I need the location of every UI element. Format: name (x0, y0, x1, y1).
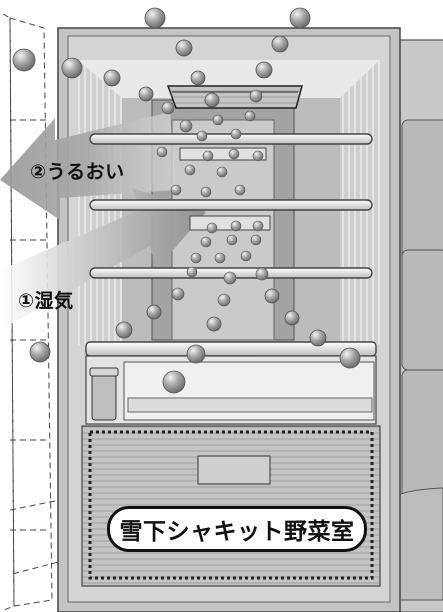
vegetable-room-badge: 雪下シャキット野菜室 (107, 506, 367, 552)
droplet-icon (115, 321, 133, 339)
droplet-icon (171, 287, 185, 301)
shelf-4 (85, 341, 377, 357)
droplet-icon (230, 128, 242, 140)
droplet-icon (244, 110, 256, 122)
droplet-icon (196, 130, 208, 142)
upper-vent (179, 147, 267, 161)
droplet-icon (250, 234, 262, 246)
droplet-icon (240, 250, 252, 262)
droplet-icon (144, 7, 166, 29)
droplet-icon (228, 148, 240, 160)
droplet-icon (249, 89, 263, 103)
droplet-icon (170, 184, 182, 196)
droplet-icon (309, 329, 327, 347)
droplet-icon (252, 220, 264, 232)
droplet-icon (179, 119, 193, 133)
droplet-icon (271, 35, 289, 53)
moisture-in-arrow (0, 188, 206, 330)
droplet-icon (226, 234, 238, 246)
droplet-icon (202, 150, 214, 162)
droplet-icon (103, 69, 121, 87)
moisture-in-label: ①湿気 (18, 290, 74, 312)
moisture-droplets (12, 7, 361, 394)
vegetable-room-label: 雪下シャキット野菜室 (119, 519, 355, 545)
droplet-icon (217, 293, 231, 307)
droplet-icon (161, 101, 175, 115)
droplet-icon (289, 7, 311, 29)
droplet-icon (264, 288, 280, 304)
shelf-2 (89, 199, 373, 211)
droplet-icon (200, 186, 212, 198)
droplet-icon (190, 252, 202, 264)
droplet-icon (200, 236, 212, 248)
droplet-icon (214, 252, 226, 264)
droplet-icon (204, 92, 220, 108)
droplet-icon (138, 86, 154, 102)
droplet-icon (339, 347, 361, 369)
droplet-icon (61, 57, 83, 79)
droplet-icon (156, 146, 168, 158)
droplet-icon (234, 184, 246, 196)
droplet-icon (284, 310, 300, 326)
droplet-icon (255, 267, 269, 281)
droplet-icon (252, 150, 264, 162)
droplet-icon (12, 48, 36, 72)
droplet-icon (230, 220, 242, 232)
droplet-icon (190, 70, 206, 86)
droplet-icon (184, 164, 196, 176)
droplet-icon (216, 166, 228, 178)
moisture-return-label: ②うるおい (30, 161, 125, 183)
droplet-icon (206, 316, 222, 332)
chilled-drawer (85, 355, 377, 425)
droplet-icon (255, 61, 273, 79)
droplet-icon (175, 39, 193, 57)
droplet-icon (146, 304, 162, 320)
droplet-icon (212, 114, 224, 126)
droplet-icon (186, 266, 198, 278)
droplet-icon (29, 341, 51, 363)
droplet-icon (162, 370, 186, 394)
droplet-icon (206, 222, 218, 234)
droplet-icon (186, 344, 206, 364)
droplet-icon (223, 271, 237, 285)
right-door (391, 39, 443, 612)
top-duct (166, 85, 303, 109)
bottle-icon (89, 367, 119, 421)
